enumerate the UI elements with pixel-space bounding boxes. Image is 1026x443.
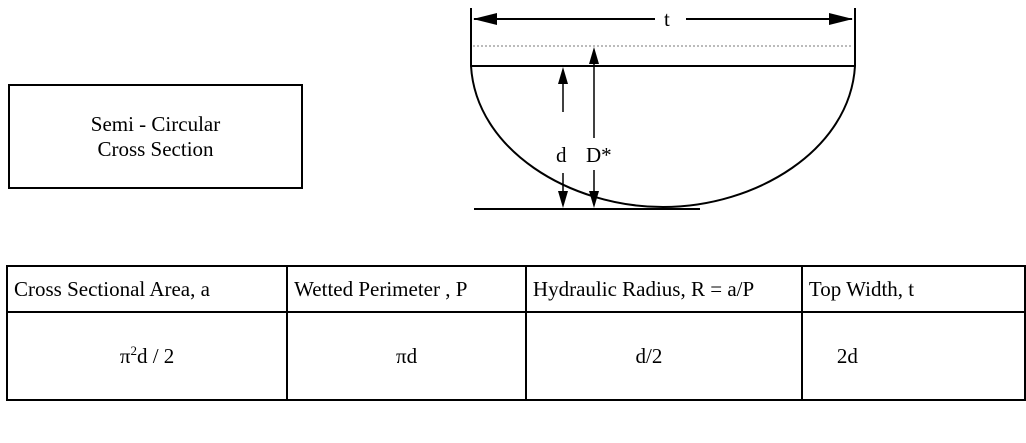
top-width-label: t	[664, 7, 670, 31]
table-value-row: π2d / 2 πd d/2 2d	[5, 311, 1026, 401]
area-rest: d / 2	[136, 344, 175, 368]
header-radius: Hydraulic Radius, R = a/P	[524, 265, 803, 313]
value-top-width: 2d	[800, 311, 1026, 401]
area-pi: π	[119, 344, 131, 368]
properties-table: Cross Sectional Area, a Wetted Perimeter…	[5, 265, 1026, 401]
title-box: Semi - Circular Cross Section	[8, 84, 303, 189]
hydraulic-depth-arrow-head-up	[589, 47, 599, 64]
top-width-arrow-right	[829, 13, 853, 25]
header-top-width: Top Width, t	[800, 265, 1026, 313]
depth-arrow-head-up	[558, 67, 568, 84]
header-area: Cross Sectional Area, a	[5, 265, 289, 313]
hydraulic-depth-arrow-head-down	[589, 191, 599, 208]
value-area: π2d / 2	[5, 311, 289, 401]
cross-section-diagram: t d D*	[470, 7, 856, 210]
top-width-arrow-left	[473, 13, 497, 25]
title-line-1: Semi - Circular	[90, 111, 221, 136]
hydraulic-depth-label: D*	[586, 143, 612, 167]
semicircle-bottom	[470, 65, 856, 209]
value-perimeter: πd	[286, 311, 527, 401]
depth-label: d	[556, 143, 567, 167]
depth-arrow-head-down	[558, 191, 568, 208]
header-perimeter: Wetted Perimeter , P	[286, 265, 527, 313]
title-line-2: Cross Section	[97, 136, 214, 161]
area-exponent: 2	[130, 343, 137, 358]
value-radius: d/2	[524, 311, 803, 401]
table-header-row: Cross Sectional Area, a Wetted Perimeter…	[5, 265, 1026, 313]
